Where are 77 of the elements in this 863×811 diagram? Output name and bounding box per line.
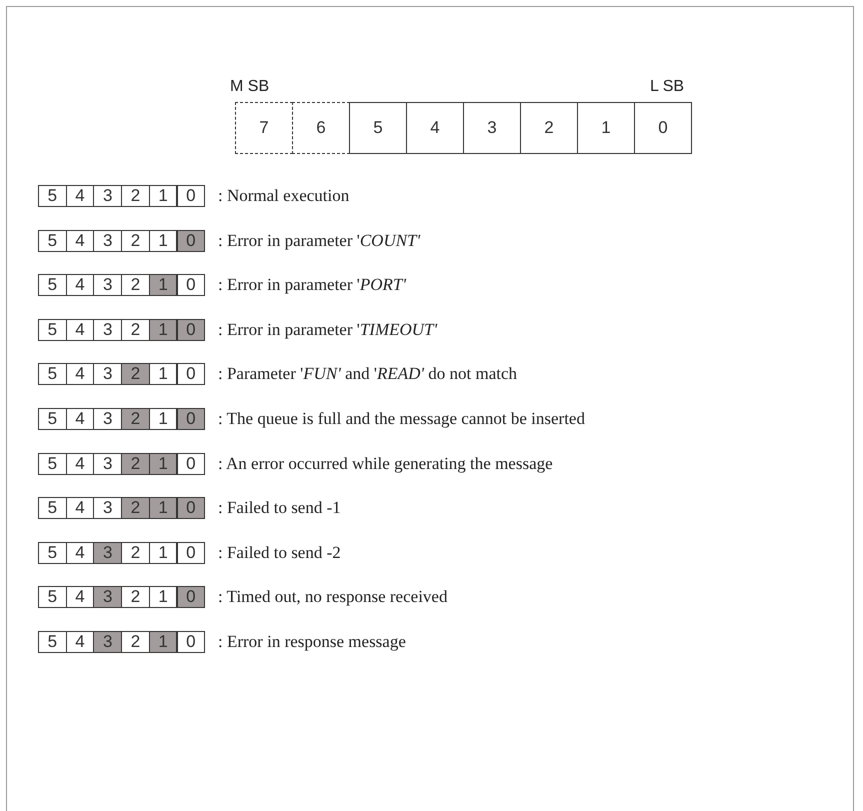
- bit-cell: 1: [148, 452, 178, 475]
- bit-cell: 7: [235, 102, 293, 154]
- bit-cell: 5: [38, 274, 67, 296]
- bit-cell: 1: [148, 230, 178, 252]
- bit-cell: 6: [292, 102, 350, 154]
- bit-cell: 4: [66, 274, 94, 296]
- bit-cell: 1: [148, 318, 178, 341]
- bit-cell: 0: [176, 185, 206, 207]
- bit-cell: 3: [93, 274, 122, 296]
- bit-cell: 2: [121, 185, 150, 207]
- bit-cell: 1: [577, 102, 635, 154]
- bit-cell: 1: [148, 185, 178, 207]
- bit-cell: 0: [176, 497, 206, 520]
- bit-cell: 0: [634, 102, 692, 154]
- bit-cell: 5: [38, 185, 67, 207]
- description-text: : Error in response message: [218, 632, 406, 652]
- bit-cell: 1: [148, 542, 178, 564]
- description-text: : Timed out, no response received: [218, 587, 448, 608]
- description-text: : Error in parameter 'TIMEOUT': [218, 320, 438, 340]
- bit-cell: 0: [176, 408, 206, 430]
- bit-cell: 1: [148, 274, 178, 296]
- bit-cell: 5: [349, 102, 407, 154]
- description-text: : An error occurred while generating the message: [218, 454, 553, 474]
- bit-cell: 3: [93, 185, 122, 207]
- description-text: : Error in parameter 'COUNT': [218, 230, 420, 251]
- bit-cell: 5: [38, 363, 67, 386]
- description-text: : The queue is full and the message cannot be inserted: [218, 409, 585, 429]
- bit-label: M SB: [230, 78, 270, 96]
- bit-cell: 3: [93, 631, 122, 653]
- bit-cell: 2: [121, 542, 150, 564]
- bit-cell: 3: [93, 318, 122, 341]
- bit-cell: 0: [176, 452, 206, 475]
- description-text: : Parameter 'FUN' and 'READ' do not match: [218, 364, 518, 384]
- bit-cell: 4: [66, 185, 94, 207]
- bit-cell: 0: [176, 274, 206, 296]
- description-text: : Error in parameter 'PORT': [218, 275, 406, 296]
- bit-cell: 1: [148, 408, 178, 430]
- bit-cell: 2: [121, 363, 150, 386]
- bit-cell: 5: [38, 408, 67, 430]
- bit-cell: 5: [38, 230, 67, 252]
- bit-label: L SB: [650, 78, 684, 96]
- bit-cell: 5: [38, 631, 67, 653]
- bit-cell: 4: [406, 102, 464, 154]
- bit-cell: 4: [66, 497, 94, 520]
- bit-cell: 3: [463, 102, 521, 154]
- bit-cell: 2: [121, 408, 150, 430]
- bit-cell: 5: [38, 497, 67, 520]
- bit-cell: 5: [38, 452, 67, 475]
- bit-cell: 0: [176, 631, 206, 653]
- bit-cell: 5: [38, 586, 67, 608]
- bit-cell: 1: [148, 631, 178, 653]
- description-text: : Normal execution: [218, 186, 350, 206]
- bit-cell: 3: [93, 230, 122, 252]
- description-text: : Failed to send -2: [218, 542, 341, 563]
- bit-cell: 0: [176, 318, 206, 341]
- bit-cell: 3: [93, 586, 122, 608]
- bit-cell: 4: [66, 363, 94, 386]
- bit-cell: 0: [176, 586, 206, 608]
- bit-cell: 0: [176, 363, 206, 386]
- bit-cell: 0: [176, 542, 206, 564]
- bit-cell: 4: [66, 408, 94, 430]
- bit-cell: 2: [121, 586, 150, 608]
- bit-cell: 4: [66, 452, 94, 475]
- bit-cell: 1: [148, 586, 178, 608]
- bit-cell: 4: [66, 230, 94, 252]
- bit-cell: 5: [38, 318, 67, 341]
- bit-cell: 2: [520, 102, 578, 154]
- bit-cell: 2: [121, 230, 150, 252]
- bit-cell: 4: [66, 318, 94, 341]
- bit-cell: 2: [121, 497, 150, 520]
- bit-cell: 5: [38, 542, 67, 564]
- bit-cell: 0: [176, 230, 206, 252]
- bit-cell: 3: [93, 542, 122, 564]
- bit-cell: 2: [121, 452, 150, 475]
- description-text: : Failed to send -1: [218, 498, 341, 518]
- bit-cell: 1: [148, 363, 178, 386]
- bit-cell: 1: [148, 497, 178, 520]
